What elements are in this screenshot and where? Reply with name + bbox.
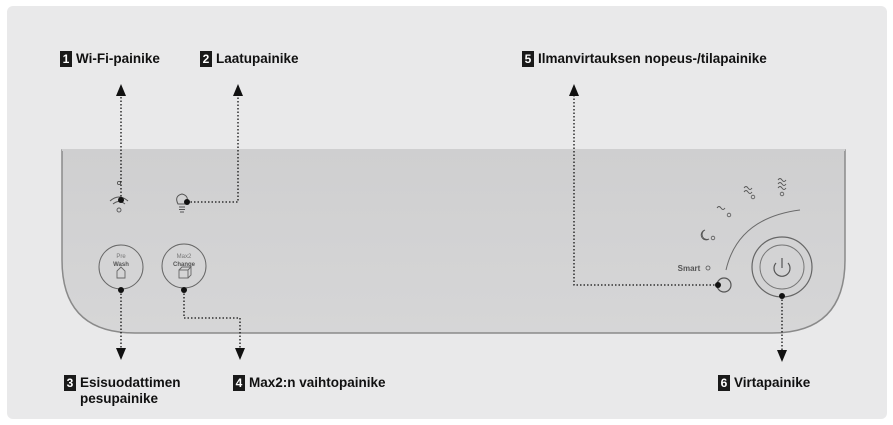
- callout-6-power-button: 6 Virtapainike: [718, 375, 810, 391]
- device-panel: [61, 149, 846, 334]
- callout-text: Max2:n vaihtopainike: [249, 375, 386, 390]
- arrowhead-5: [569, 84, 579, 96]
- airflow-mid-icon: [743, 186, 756, 200]
- callout-2-quality-button: 2 Laatupainike: [200, 51, 299, 67]
- sleep-moon-icon: [700, 229, 716, 241]
- leader-dot-6: [779, 293, 785, 299]
- prefilter-icon: [116, 266, 126, 279]
- leader-dot-2: [184, 199, 190, 205]
- max2-bottom-text: Change: [173, 262, 196, 268]
- callout-number: 4: [233, 375, 245, 391]
- callout-3-prewash-button: 3 Esisuodattimen pesupainike: [64, 375, 204, 407]
- leader-line-4: [183, 290, 241, 348]
- leader-dot-3: [118, 287, 124, 293]
- callout-number: 2: [200, 51, 212, 67]
- callout-1-wifi-button: 1 Wi-Fi-painike: [60, 51, 160, 67]
- callout-5-airflow-button: 5 Ilmanvirtauksen nopeus-/tilapainike: [522, 51, 767, 67]
- callout-number: 5: [522, 51, 534, 67]
- leader-dot-1: [118, 197, 124, 203]
- leader-dot-5: [715, 282, 721, 288]
- leader-line-5: [573, 94, 718, 286]
- arrowhead-6: [777, 350, 787, 362]
- callout-4-max2-button: 4 Max2:n vaihtopainike: [233, 375, 386, 391]
- callout-number: 6: [718, 375, 730, 391]
- smart-indicator: [705, 265, 711, 271]
- arrowhead-4: [235, 348, 245, 360]
- airflow-arc: [725, 209, 801, 271]
- power-icon: [773, 258, 791, 277]
- max2-top-text: Max2: [177, 254, 192, 260]
- max2-change-button[interactable]: Max2 Change: [161, 243, 207, 289]
- prewash-bottom-text: Wash: [113, 262, 129, 268]
- arrowhead-1: [116, 84, 126, 96]
- leader-dot-4: [181, 287, 187, 293]
- callout-text: Esisuodattimen pesupainike: [80, 375, 181, 406]
- filter-icon: [178, 266, 193, 279]
- callout-number: 3: [64, 375, 76, 391]
- leader-line-2: [187, 94, 239, 203]
- power-button[interactable]: [751, 236, 813, 298]
- smart-label: Smart: [678, 264, 701, 273]
- callout-number: 1: [60, 51, 72, 67]
- airflow-low-icon: [716, 206, 732, 218]
- prewash-top-text: Pre: [116, 254, 126, 260]
- airflow-high-icon: [777, 178, 787, 197]
- callout-text: Ilmanvirtauksen nopeus-/tilapainike: [538, 51, 767, 66]
- callout-text: Virtapainike: [734, 375, 811, 390]
- prewash-button[interactable]: Pre Wash: [98, 244, 144, 290]
- callout-text: Laatupainike: [216, 51, 299, 66]
- arrowhead-2: [233, 84, 243, 96]
- callout-text: Wi-Fi-painike: [76, 51, 160, 66]
- arrowhead-3: [116, 348, 126, 360]
